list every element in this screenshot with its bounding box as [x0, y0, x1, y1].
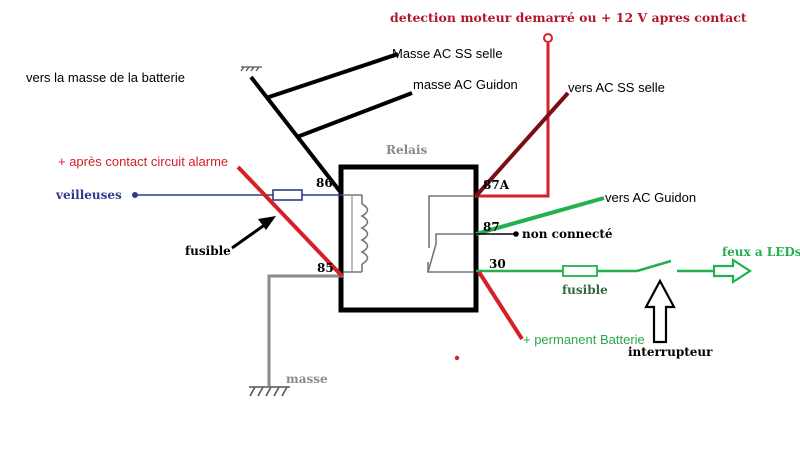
ground-symbol-top — [240, 66, 262, 72]
pin-87a: 87A — [483, 178, 510, 192]
permanent-batterie-wire — [477, 270, 524, 341]
label-fusible-right: fusible — [562, 283, 608, 297]
label-interrupteur: interrupteur — [628, 345, 713, 359]
ac-ss-selle-wire — [474, 91, 570, 198]
fusible-pointer-arrow — [231, 222, 267, 250]
ground-wire-ss-selle — [265, 52, 399, 100]
label-masse-ss-selle: Masse AC SS selle — [392, 46, 503, 61]
relay-switch — [427, 195, 474, 273]
pin-85: 85 — [317, 261, 334, 275]
stray-dot — [454, 355, 460, 361]
title-detection: detection moteur demarré ou + 12 V apres… — [390, 10, 747, 25]
label-permanent-batterie: + permanent Batterie — [523, 332, 645, 347]
relay-coil — [343, 194, 369, 273]
label-non-connecte: non connecté — [522, 227, 613, 241]
label-masse-guidon: masse AC Guidon — [413, 77, 518, 92]
detection-terminal — [543, 33, 553, 43]
fusible-right-symbol — [562, 265, 598, 277]
label-feux-leds: feux a LEDs — [722, 245, 800, 259]
detection-wire — [475, 43, 550, 198]
label-apres-contact-alarme: + après contact circuit alarme — [58, 154, 228, 169]
fusible-left-symbol — [272, 189, 303, 201]
interrupteur-arrow — [644, 278, 676, 344]
label-veilleuses: veilleuses — [55, 188, 122, 202]
pin-86: 86 — [316, 176, 333, 190]
label-vers-ac-guidon: vers AC Guidon — [605, 190, 696, 205]
masse-wire — [267, 274, 343, 386]
label-masse: masse — [286, 372, 328, 386]
pin-87: 87 — [483, 220, 500, 234]
label-vers-masse-batterie: vers la masse de la batterie — [26, 70, 185, 85]
ground-symbol-bottom — [249, 386, 290, 397]
interrupteur-blade — [636, 259, 672, 273]
label-fusible-left: fusible — [185, 244, 231, 258]
non-connecte-terminal — [513, 231, 519, 237]
label-vers-ac-ss-selle: vers AC SS selle — [568, 80, 665, 95]
ground-wire-guidon — [296, 91, 413, 139]
veilleuses-terminal — [132, 192, 138, 198]
ac-guidon-wire — [475, 196, 605, 236]
pin-30: 30 — [489, 257, 506, 271]
fusible-pointer-arrowhead — [258, 216, 276, 230]
label-relais: Relais — [386, 143, 428, 157]
relay-box — [338, 164, 479, 313]
feux-arrow — [712, 257, 753, 285]
apres-contact-wire — [236, 165, 344, 278]
